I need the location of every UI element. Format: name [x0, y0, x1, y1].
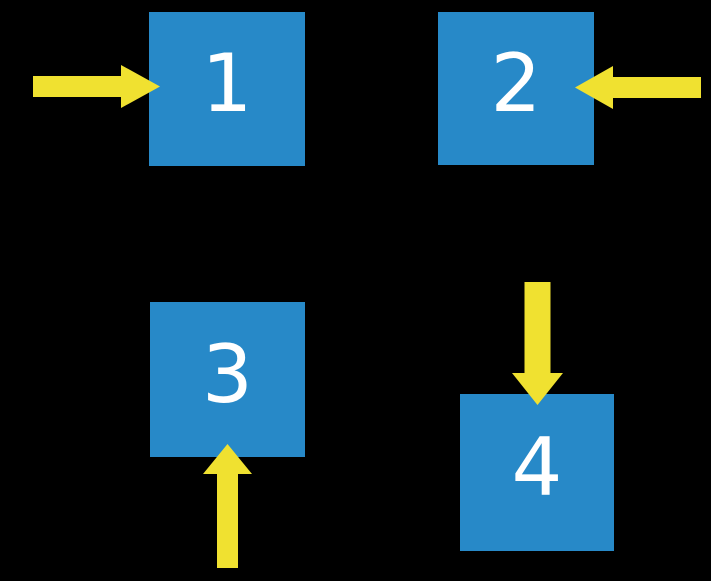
box-4-label: 4: [511, 420, 563, 514]
numbered-box-3[interactable]: 3: [150, 302, 305, 457]
numbered-box-1[interactable]: 1: [149, 12, 305, 166]
numbered-box-2[interactable]: 2: [438, 12, 594, 165]
numbered-box-4[interactable]: 4: [460, 394, 614, 551]
arrow-down-icon: [512, 282, 563, 405]
arrow-down-shape: [512, 282, 563, 405]
box-2-label: 2: [490, 36, 542, 130]
box-1-label: 1: [201, 37, 253, 130]
arrow-right-icon: [33, 65, 160, 108]
arrow-left-icon: [575, 66, 701, 109]
arrow-up-icon: [203, 444, 252, 568]
arrow-up-shape: [203, 444, 252, 568]
box-3-label: 3: [202, 327, 253, 421]
arrow-left-shape: [575, 66, 701, 109]
arrow-right-shape: [33, 65, 160, 108]
